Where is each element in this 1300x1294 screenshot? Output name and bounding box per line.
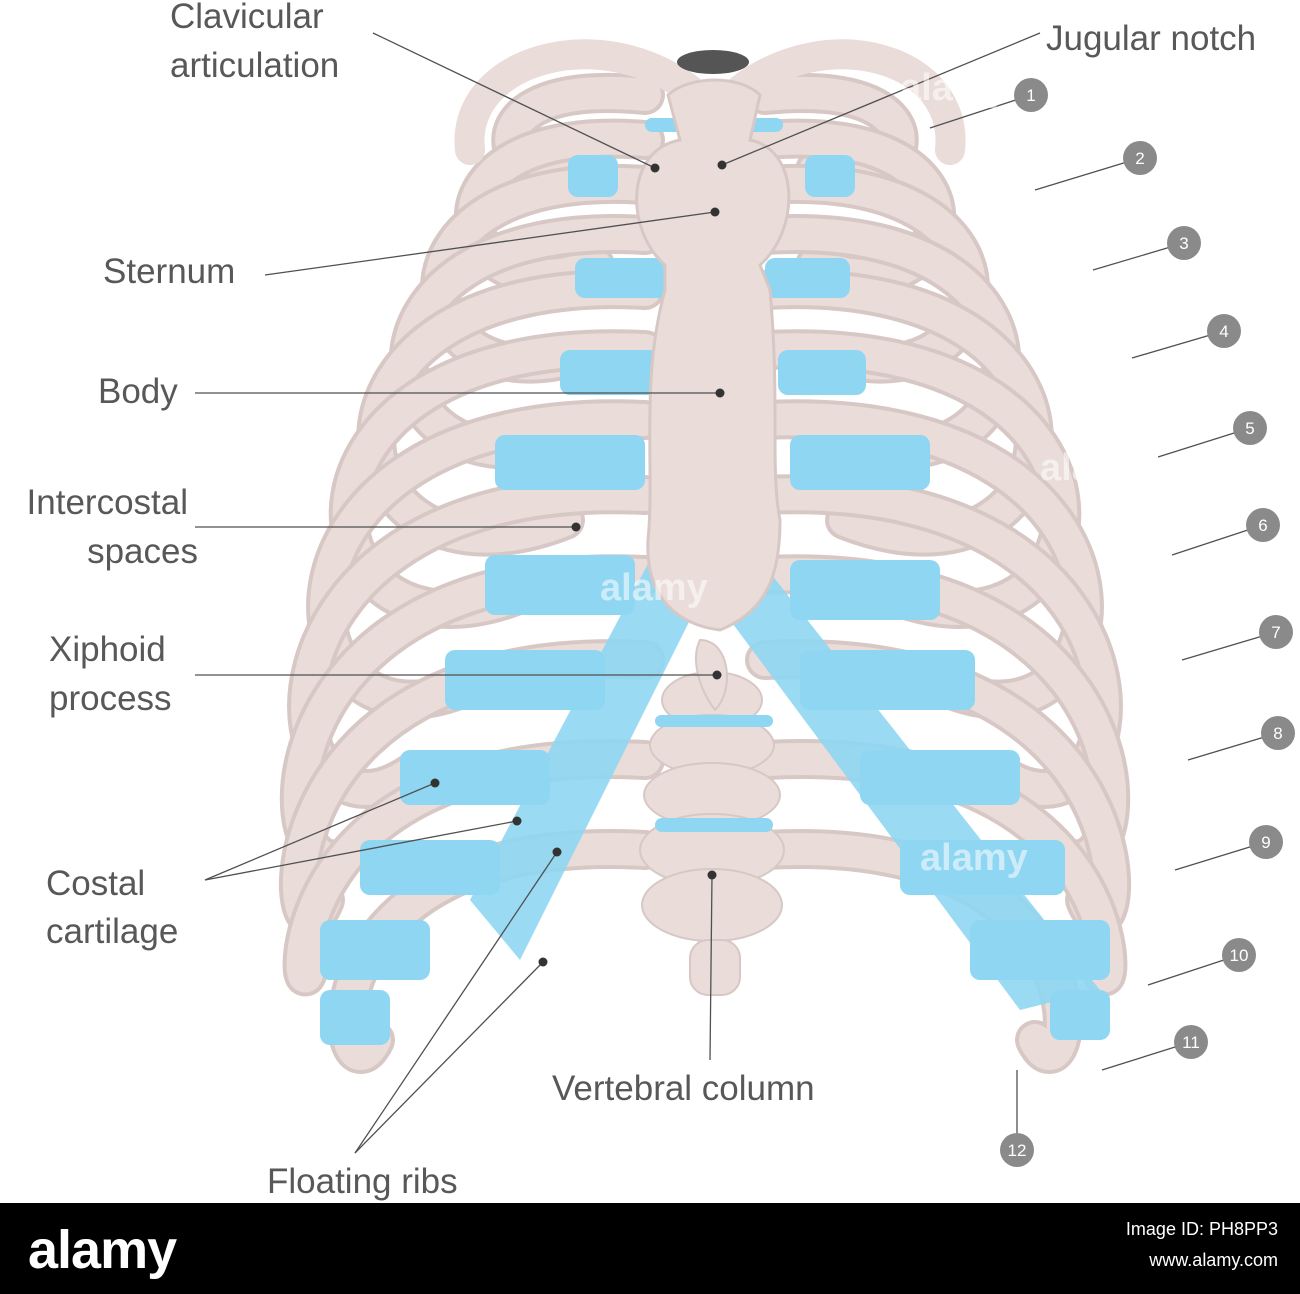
rib-8-right-fill <box>749 478 1119 805</box>
rib-badge-number-7: 7 <box>1271 623 1280 642</box>
rib-badge-3 <box>1167 226 1201 260</box>
footer-image-id: Image ID: PH8PP3 <box>1125 1219 1278 1239</box>
cartilage-block-7 <box>495 435 645 490</box>
leader-dot-3 <box>710 207 720 217</box>
label-body: Body <box>98 372 178 411</box>
cartilage-block-13 <box>400 750 550 805</box>
rib-badge-2 <box>1123 141 1157 175</box>
rib-badge-number-4: 4 <box>1219 322 1228 341</box>
label-floating-ribs: Floating ribs <box>267 1162 458 1201</box>
footer-brand: alamy <box>28 1220 177 1280</box>
watermark-1: alamy <box>900 67 1008 109</box>
rib-badge-5 <box>1233 411 1267 445</box>
clavicle-right <box>725 39 966 165</box>
costal-cartilage-group <box>320 118 1110 1045</box>
clavicle-left <box>454 39 705 165</box>
rib-badge-number-3: 3 <box>1179 234 1188 253</box>
rib-badge-4 <box>1207 314 1241 348</box>
rib-badge-6 <box>1246 508 1280 542</box>
disc-1 <box>655 715 773 727</box>
leader-dot-8 <box>512 816 522 826</box>
rib-badge-leader-1 <box>929 94 1032 129</box>
watermark-2: alamy <box>1040 447 1148 489</box>
cartilage-block-6 <box>778 350 866 395</box>
leader-line-11 <box>354 961 544 1154</box>
rib-badge-number-5: 5 <box>1245 419 1254 438</box>
rib-8-left-fill <box>291 478 661 805</box>
rib-badge-number-9: 9 <box>1261 833 1270 852</box>
rib-badge-7 <box>1259 615 1293 649</box>
leader-line-7 <box>204 782 436 881</box>
cartilage-block-8 <box>790 435 930 490</box>
rib-badge-10 <box>1222 938 1256 972</box>
rib-badge-number-6: 6 <box>1258 516 1267 535</box>
leader-dot-2 <box>717 160 727 170</box>
cartilage-block-2 <box>805 155 855 197</box>
leader-line-3 <box>264 211 716 276</box>
cartilage-block-10 <box>790 560 940 620</box>
leader-line-2 <box>721 32 1041 166</box>
cartilage-block-5 <box>560 350 660 395</box>
leader-dot-10 <box>552 847 562 857</box>
leader-dot-4 <box>715 388 725 398</box>
costal-margin-left <box>470 560 700 960</box>
cartilage-block-1 <box>568 155 618 197</box>
cartilage-block-19 <box>320 990 390 1045</box>
label-costal-line1: Costal <box>46 864 146 903</box>
label-vertebral-column: Vertebral column <box>552 1069 815 1108</box>
leader-dot-9 <box>707 870 717 880</box>
label-sternum: Sternum <box>103 252 236 291</box>
stock-footer-bar: alamy Image ID: PH8PP3 www.alamy.com <box>0 1203 1300 1294</box>
rib-badge-11 <box>1174 1025 1208 1059</box>
label-jugular-notch: Jugular notch <box>1046 19 1257 58</box>
vertebral-foramen <box>677 50 749 74</box>
leader-dot-6 <box>712 670 722 680</box>
label-intercostal-line2: spaces <box>87 532 198 571</box>
leader-dot-11 <box>538 957 548 967</box>
leader-line-10 <box>354 851 558 1154</box>
watermark-3: alamy <box>600 567 708 609</box>
rib-badge-number-2: 2 <box>1135 149 1144 168</box>
leader-line-8 <box>204 820 518 881</box>
rib-badge-number-1: 1 <box>1026 86 1035 105</box>
label-xiphoid-line1: Xiphoid <box>49 630 166 669</box>
leader-dot-5 <box>571 522 581 532</box>
label-clavicular-line1: Clavicular <box>170 0 324 36</box>
rib-badge-number-12: 12 <box>1008 1141 1027 1160</box>
label-intercostal-line1: Intercostal <box>26 483 188 522</box>
cartilage-block-15 <box>360 840 500 895</box>
cartilage-block-17 <box>320 920 430 980</box>
leader-line-1 <box>372 32 656 169</box>
leader-dot-1 <box>650 163 660 173</box>
rib-badge-number-11: 11 <box>1182 1033 1200 1052</box>
costal-margin-right <box>730 560 1100 1010</box>
rib-badge-8 <box>1261 716 1295 750</box>
label-clavicular-line2: articulation <box>170 46 340 85</box>
footer-url: www.alamy.com <box>1149 1250 1278 1270</box>
rib-badge-number-10: 10 <box>1230 946 1249 965</box>
cartilage-block-9 <box>485 555 635 615</box>
cartilage-block-3 <box>575 258 670 298</box>
cartilage-block-4 <box>765 258 850 298</box>
cartilage-block-11 <box>445 650 605 710</box>
cartilage-block-20 <box>1050 990 1110 1040</box>
rib-badge-leader-2 <box>1034 157 1141 191</box>
leader-dot-7 <box>430 778 440 788</box>
vertebra-tail <box>689 939 741 996</box>
rib-badge-9 <box>1249 825 1283 859</box>
disc-2 <box>655 818 773 832</box>
rib-badge-12 <box>1000 1133 1034 1167</box>
rib-badge-1 <box>1014 78 1048 112</box>
vertebral-column-shape <box>639 671 785 996</box>
rib-badge-number-8: 8 <box>1273 724 1282 743</box>
watermark-4: alamy <box>920 837 1028 879</box>
sternum-outline <box>635 78 791 632</box>
label-costal-line2: cartilage <box>46 912 179 951</box>
label-xiphoid-line2: process <box>49 679 172 718</box>
leader-lines <box>195 32 1041 1154</box>
leader-line-9 <box>709 874 713 1061</box>
